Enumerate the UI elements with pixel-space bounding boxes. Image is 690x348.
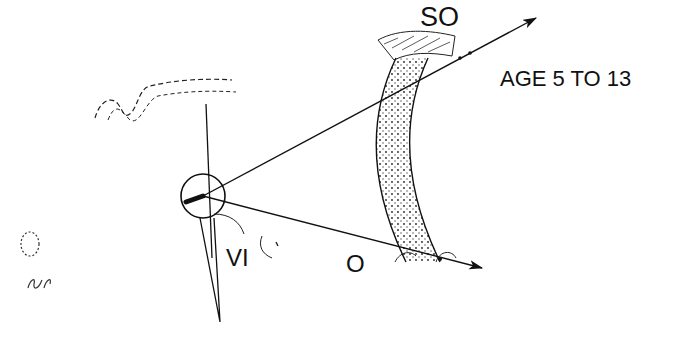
point-label: VI <box>226 246 249 270</box>
reference-line <box>203 18 536 196</box>
dashed-contour <box>108 91 236 121</box>
age-note: AGE 5 TO 13 <box>500 68 631 90</box>
contour-curve <box>260 236 272 258</box>
scribble <box>28 280 50 288</box>
center-mark <box>186 196 203 202</box>
dashed-contour <box>95 79 232 118</box>
point-dot <box>468 51 472 55</box>
crescent-edge <box>376 58 406 262</box>
point-dot <box>438 257 442 261</box>
crescent-edge <box>410 58 440 262</box>
dotted-oval <box>21 232 39 256</box>
v-contour <box>200 218 220 322</box>
axis-line <box>206 104 212 258</box>
hatching <box>384 36 450 52</box>
point-dot <box>458 56 462 60</box>
contour-mark <box>276 242 278 246</box>
crescent-band <box>376 58 440 262</box>
contour-curve <box>214 214 244 234</box>
point-label: SO <box>420 4 459 31</box>
point-label: O <box>346 252 365 276</box>
hatched-region <box>378 31 455 60</box>
